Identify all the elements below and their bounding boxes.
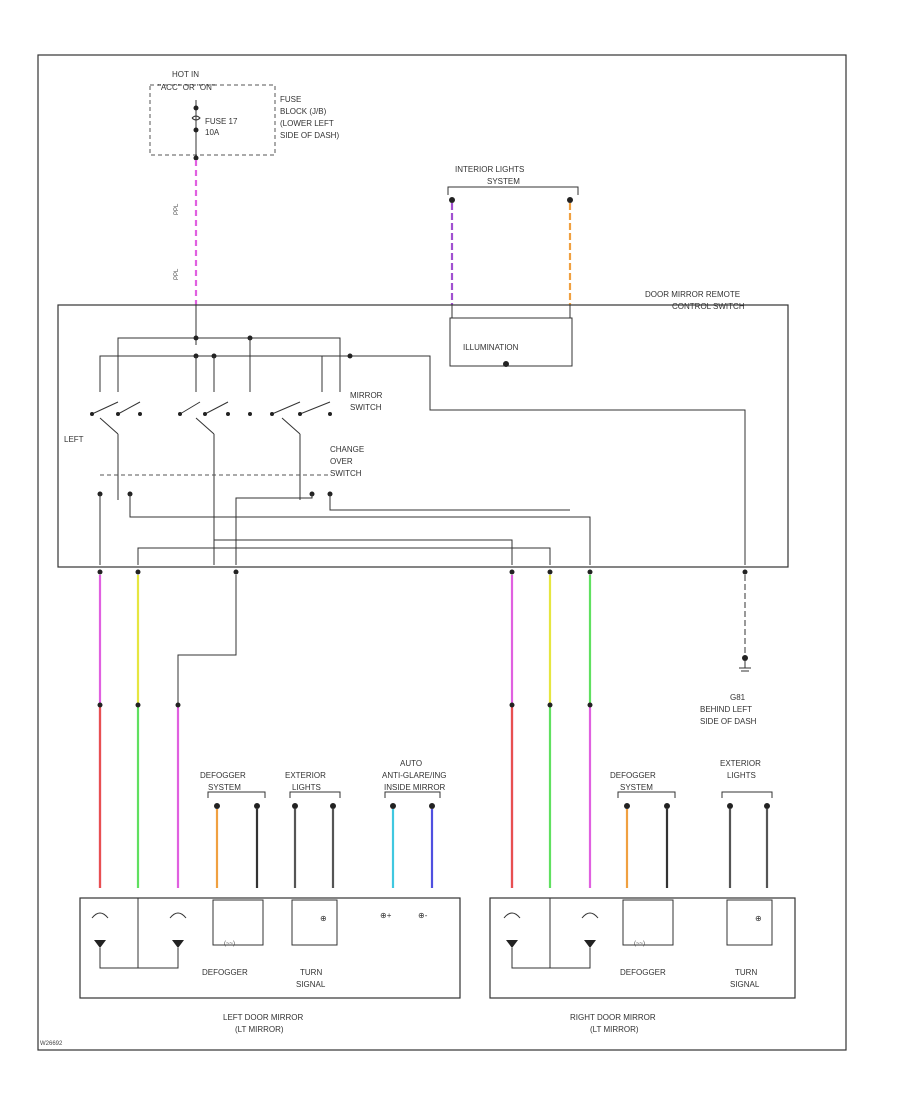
label-ground-1: G81	[730, 693, 746, 702]
label-r-signal: SIGNAL	[730, 980, 760, 989]
label-change-2: OVER	[330, 457, 353, 466]
label-auto-3: INSIDE MIRROR	[384, 783, 446, 792]
label-r-ext-1: EXTERIOR	[720, 759, 761, 768]
mirror-switch-contacts	[90, 401, 332, 435]
left-wire-3a	[177, 575, 237, 705]
label-auto-2: ANTI-GLARE/ING	[382, 771, 446, 780]
diagram-id: W26692	[40, 1041, 63, 1047]
label-right-mirror-1: RIGHT DOOR MIRROR	[570, 1013, 656, 1022]
label-auto-1: AUTO	[400, 759, 422, 768]
label-l-ext-2: LIGHTS	[292, 783, 321, 792]
label-l-defogger: DEFOGGER	[202, 968, 248, 977]
label-fuse-block-3: (LOWER LEFT	[280, 119, 334, 128]
label-change-1: CHANGE	[330, 445, 364, 454]
label-hot-in: HOT IN	[172, 70, 199, 79]
label-fuse-amp: 10A	[205, 128, 220, 137]
svg-text:PPL: PPL	[174, 268, 180, 280]
remote-control-switch-box	[57, 304, 789, 568]
label-r-defogger-sys-2: SYSTEM	[620, 783, 653, 792]
label-l-defogger-sys-2: SYSTEM	[208, 783, 241, 792]
label-l-signal: SIGNAL	[296, 980, 326, 989]
svg-text:PPL: PPL	[174, 203, 180, 215]
label-change-3: SWITCH	[330, 469, 362, 478]
svg-text:⊕-: ⊕-	[418, 911, 428, 920]
label-l-defogger-sys-1: DEFOGGER	[200, 771, 246, 780]
label-acc-on: "ACC" OR "ON"	[158, 83, 215, 92]
label-ground-3: SIDE OF DASH	[700, 717, 757, 726]
left-mirror-motors	[91, 898, 187, 969]
label-left: LEFT	[64, 435, 84, 444]
label-left-mirror-2: (LT MIRROR)	[235, 1025, 284, 1034]
right-mirror-motors	[503, 898, 599, 969]
label-fuse: FUSE 17	[205, 117, 238, 126]
illumination-box	[449, 317, 573, 367]
label-ground-2: BEHIND LEFT	[700, 705, 752, 714]
svg-text:⊕: ⊕	[320, 914, 327, 923]
switch-connectors	[97, 569, 748, 708]
label-mirror-switch-2: SWITCH	[350, 403, 382, 412]
label-fuse-block-4: SIDE OF DASH)	[280, 131, 339, 140]
label-mirror-switch-1: MIRROR	[350, 391, 383, 400]
label-left-mirror-1: LEFT DOOR MIRROR	[223, 1013, 304, 1022]
label-r-turn: TURN	[735, 968, 757, 977]
label-remote-2: CONTROL SWITCH	[672, 302, 745, 311]
label-remote-1: DOOR MIRROR REMOTE	[645, 290, 740, 299]
label-interior-lights-2: SYSTEM	[487, 177, 520, 186]
svg-text:⊕: ⊕	[755, 914, 762, 923]
svg-text:(~~): (~~)	[634, 941, 645, 947]
svg-text:(~~): (~~)	[224, 941, 235, 947]
left-door-mirror-box	[79, 897, 461, 999]
label-r-defogger-sys-1: DEFOGGER	[610, 771, 656, 780]
label-r-defogger: DEFOGGER	[620, 968, 666, 977]
right-door-mirror-box	[489, 897, 796, 999]
fuse-icon	[191, 115, 201, 121]
outer-frame	[37, 54, 847, 1051]
label-right-mirror-2: (LT MIRROR)	[590, 1025, 639, 1034]
label-fuse-block-1: FUSE	[280, 95, 301, 104]
label-r-ext-2: LIGHTS	[727, 771, 756, 780]
label-illumination: ILLUMINATION	[463, 343, 519, 352]
label-interior-lights-1: INTERIOR LIGHTS	[455, 165, 524, 174]
svg-text:⊕+: ⊕+	[380, 911, 392, 920]
label-l-turn: TURN	[300, 968, 322, 977]
label-l-ext-1: EXTERIOR	[285, 771, 326, 780]
label-fuse-block-2: BLOCK (J/B)	[280, 107, 327, 116]
